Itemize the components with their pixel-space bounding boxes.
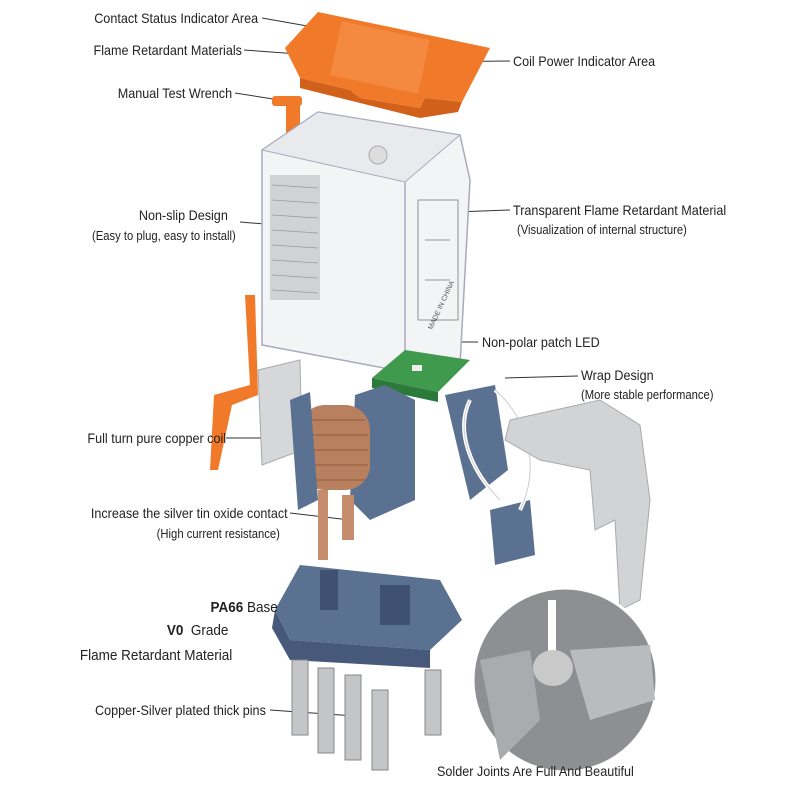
pa66-text: PA66: [210, 599, 244, 616]
label-flame-material: Flame Retardant Material: [79, 647, 232, 664]
label-coil-power: Coil Power Indicator Area: [513, 53, 656, 69]
label-solder: Solder Joints Are Full And Beautiful: [437, 763, 634, 779]
label-copper-coil: Full turn pure copper coil: [87, 430, 226, 446]
label-wrap-sub: (More stable performance): [581, 388, 714, 402]
solder-joint-zoom: [471, 586, 659, 774]
pa66-base: [272, 565, 462, 668]
coil-assembly: [290, 385, 415, 560]
label-test-wrench: Manual Test Wrench: [117, 85, 232, 101]
orange-side-latch: [210, 295, 258, 470]
base-text: Base: [243, 599, 278, 616]
label-flame-materials: Flame Retardant Materials: [93, 42, 242, 58]
label-silver-contact: Increase the silver tin oxide contact: [91, 505, 288, 521]
led-pcb: [372, 350, 470, 402]
label-non-slip-sub: (Easy to plug, easy to install): [92, 229, 236, 243]
orange-top-cover: [285, 12, 490, 118]
label-transparent: Transparent Flame Retardant Material: [513, 202, 727, 218]
label-transparent-sub: (Visualization of internal structure): [517, 223, 687, 237]
label-pins: Copper-Silver plated thick pins: [95, 702, 266, 718]
v0-text: V0: [166, 622, 183, 639]
label-silver-contact-sub: (High current resistance): [156, 527, 280, 541]
label-led: Non-polar patch LED: [482, 334, 600, 350]
label-wrap: Wrap Design: [581, 367, 654, 383]
grade-text: Grade: [182, 622, 228, 639]
transparent-housing: MADE IN CHINA: [260, 111, 471, 373]
label-v0-grade: V0 Grade: [166, 623, 228, 639]
label-contact-status: Contact Status Indicator Area: [94, 10, 258, 26]
steel-frame: [504, 399, 651, 611]
label-pa66-base: PA66 Base: [211, 600, 278, 616]
label-non-slip: Non-slip Design: [139, 207, 228, 223]
copper-silver-pins: [291, 659, 442, 771]
wrap-design-part: [445, 385, 535, 565]
